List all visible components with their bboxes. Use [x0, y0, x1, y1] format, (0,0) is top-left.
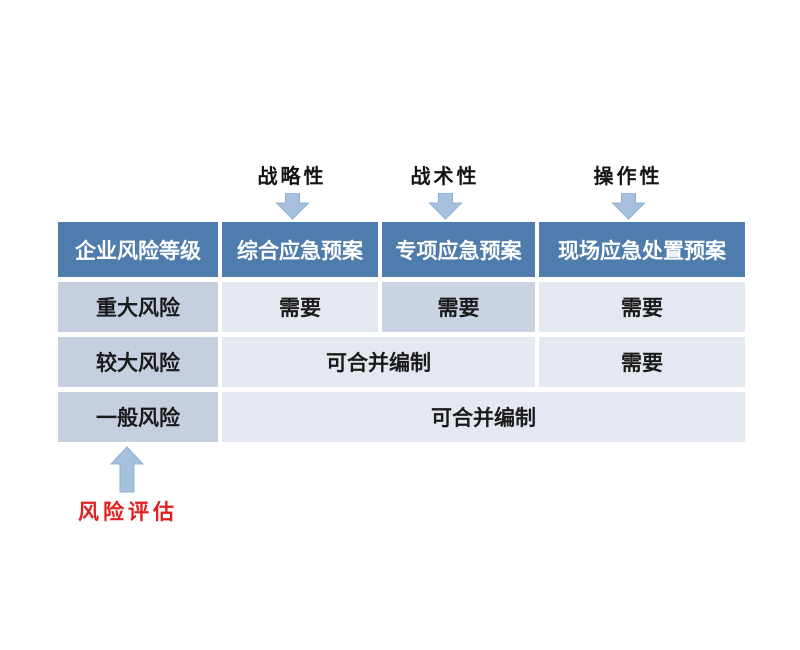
- table-cell: 需要: [222, 282, 378, 332]
- down-arrow-icon: [611, 193, 645, 220]
- table-cell: 需要: [539, 337, 745, 387]
- table-cell: 需要: [539, 282, 745, 332]
- top-label-group-operational: 操作性: [594, 160, 663, 220]
- top-label-group-tactical: 战术性: [411, 160, 480, 220]
- header-risk-level: 企业风险等级: [58, 222, 218, 277]
- risk-level-cell: 一般风险: [58, 392, 218, 442]
- table-cell-merged: 可合并编制: [222, 337, 535, 387]
- risk-plan-table: 企业风险等级 综合应急预案 专项应急预案 现场应急处置预案 重大风险 需要 需要…: [58, 222, 745, 442]
- down-arrow-icon: [428, 193, 462, 220]
- table-cell: 需要: [382, 282, 535, 332]
- down-arrow-icon: [275, 193, 309, 220]
- risk-level-cell: 较大风险: [58, 337, 218, 387]
- risk-level-cell: 重大风险: [58, 282, 218, 332]
- risk-assessment-label: 风险评估: [78, 499, 178, 524]
- operational-label: 操作性: [593, 164, 663, 188]
- strategic-label: 战略性: [257, 164, 327, 188]
- top-label-group-strategic: 战略性: [258, 160, 327, 220]
- table-cell-merged: 可合并编制: [222, 392, 745, 442]
- header-comprehensive-plan: 综合应急预案: [222, 222, 378, 277]
- up-arrow-icon: [109, 446, 145, 498]
- header-onsite-plan: 现场应急处置预案: [539, 222, 745, 277]
- tactical-label: 战术性: [410, 164, 480, 188]
- header-special-plan: 专项应急预案: [382, 222, 535, 277]
